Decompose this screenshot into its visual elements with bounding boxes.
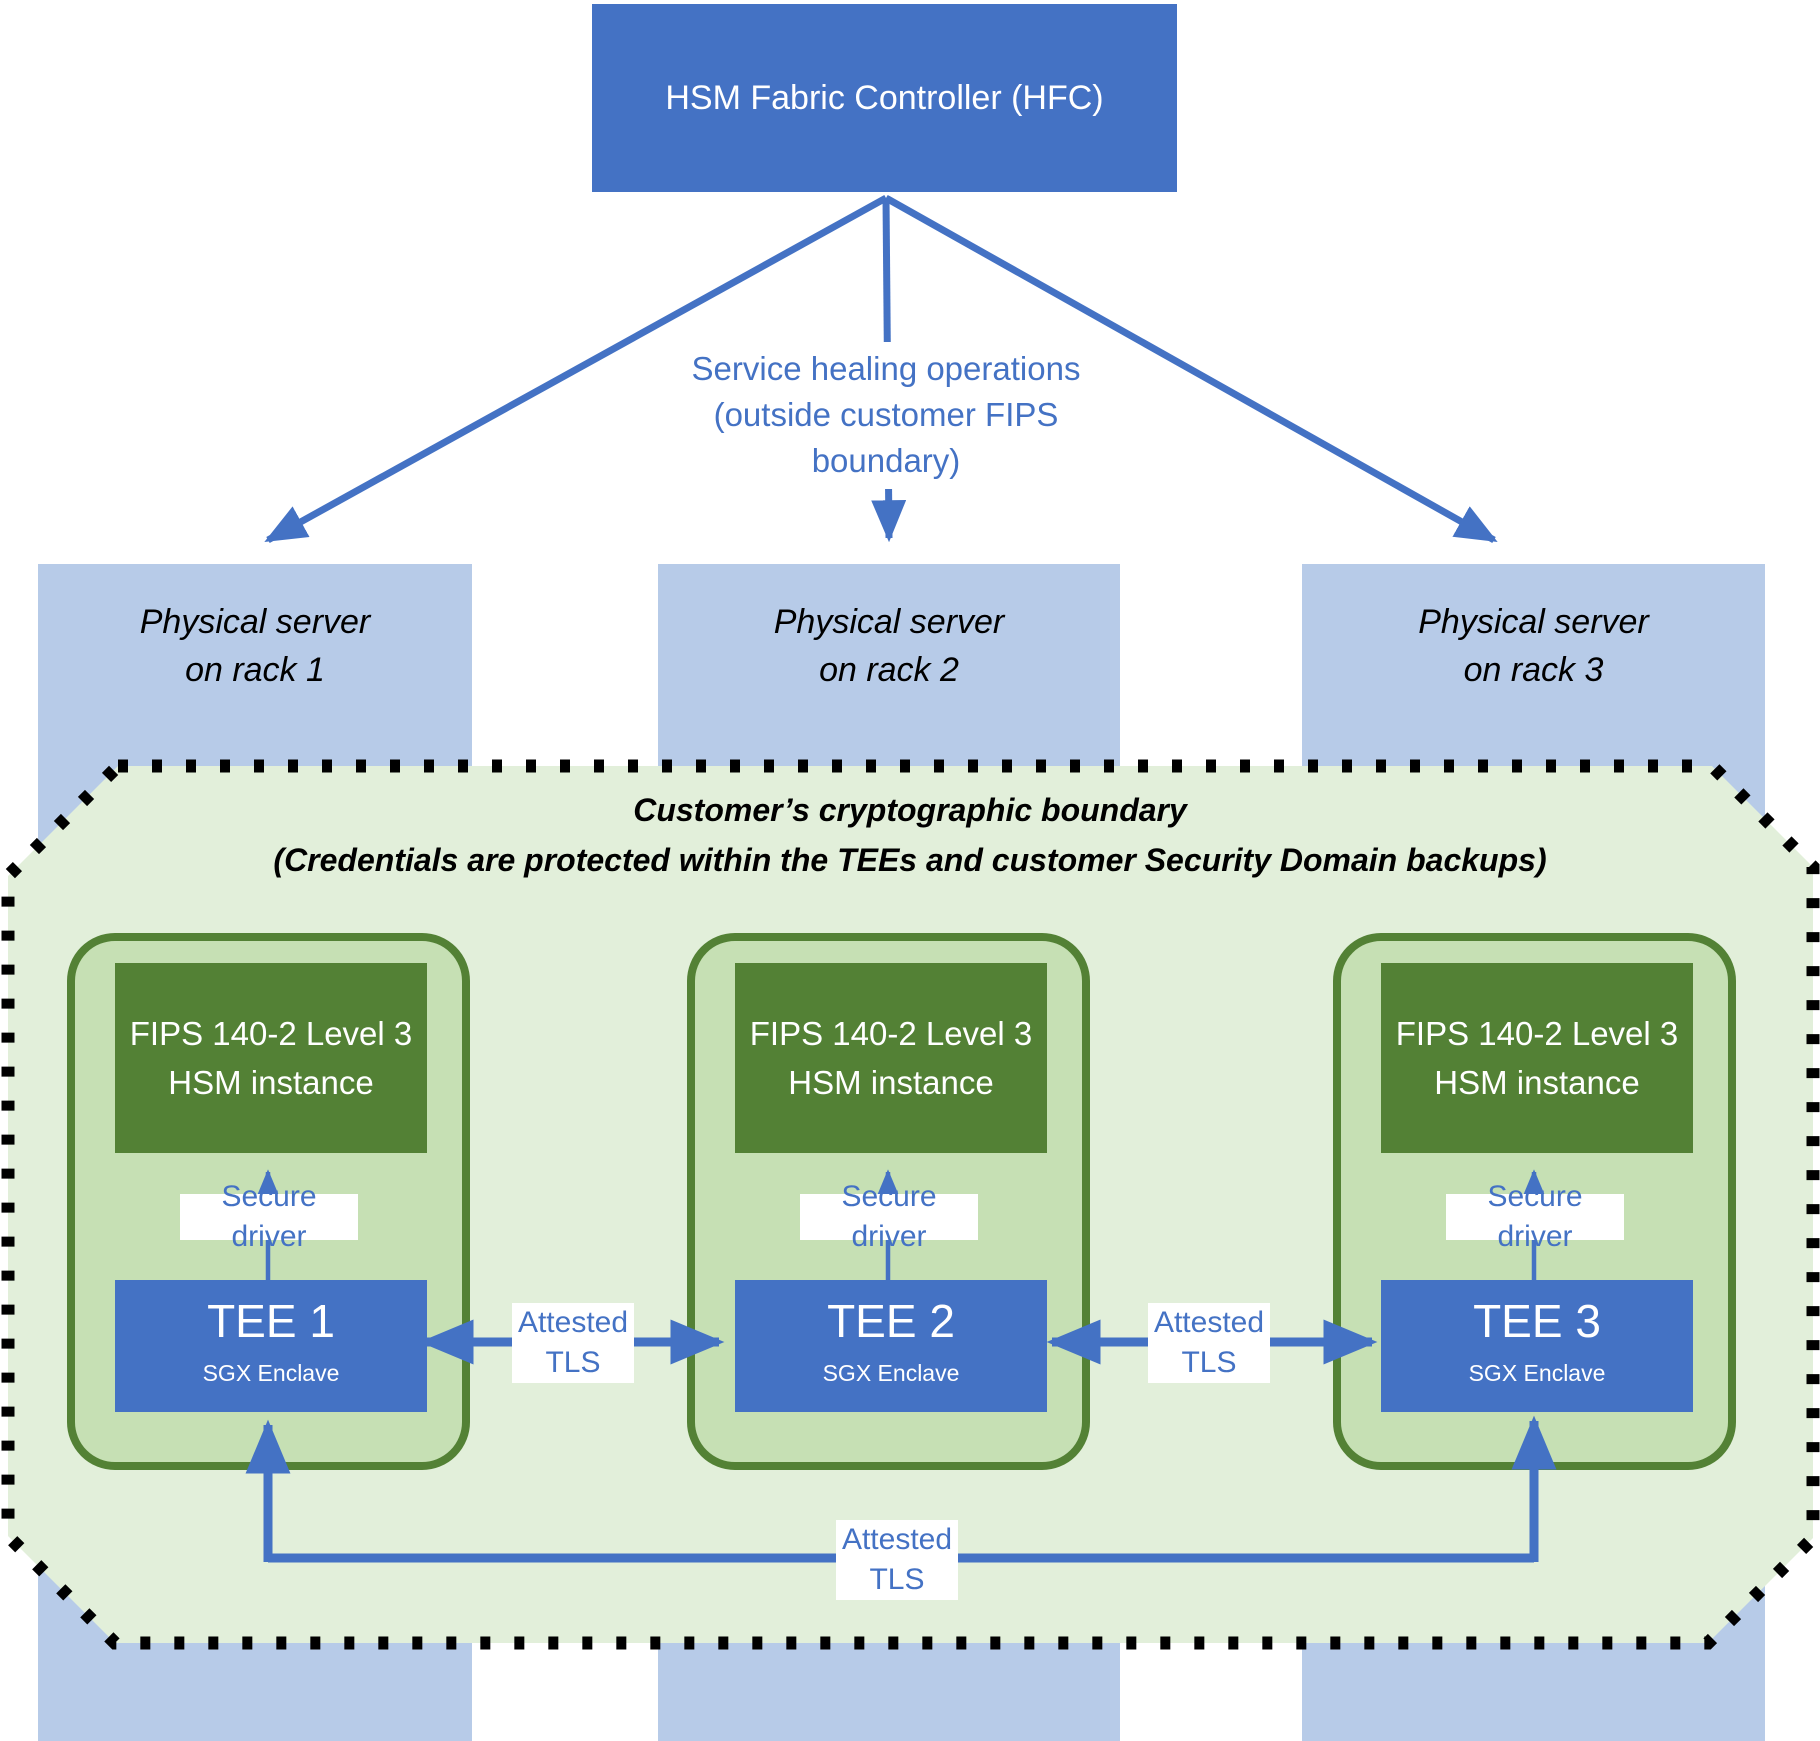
tee-box-1: TEE 1 SGX Enclave xyxy=(115,1280,427,1412)
attested-tls-label-3: Attested TLS xyxy=(836,1520,958,1600)
service-healing-label: Service healing operations (outside cust… xyxy=(646,342,1126,489)
rack-1-label-line1: Physical server xyxy=(139,603,371,641)
tee-2-subtitle: SGX Enclave xyxy=(822,1360,960,1386)
secure-driver-text-3: Secure driver xyxy=(1487,1180,1583,1253)
secure-driver-text-1: Secure driver xyxy=(221,1180,317,1253)
hsm-1-line1: FIPS 140-2 Level 3 xyxy=(129,1014,413,1052)
service-healing-line2: (outside customer FIPS boundary) xyxy=(713,396,1059,480)
hsm-2-line1: FIPS 140-2 Level 3 xyxy=(749,1014,1033,1052)
attested-tls-3-line2: TLS xyxy=(869,1563,925,1596)
tee-1-title: TEE 1 xyxy=(207,1295,335,1347)
hsm-3-line2: HSM instance xyxy=(1434,1064,1640,1101)
hfc-label: HSM Fabric Controller (HFC) xyxy=(665,78,1104,117)
attested-tls-1-line2: TLS xyxy=(545,1346,601,1379)
tee-2-title: TEE 2 xyxy=(827,1295,955,1347)
attested-tls-label-2: Attested TLS xyxy=(1148,1303,1270,1383)
secure-driver-label-1: Secure driver xyxy=(180,1180,358,1253)
tee-group-2: FIPS 140-2 Level 3 HSM instance TEE 2 SG… xyxy=(687,933,1090,1470)
tee-box-3: TEE 3 SGX Enclave xyxy=(1381,1280,1693,1412)
hsm-3-line1: FIPS 140-2 Level 3 xyxy=(1395,1014,1679,1052)
boundary-title: Customer’s cryptographic boundary xyxy=(633,792,1187,828)
rack-2-label-line2: on rack 2 xyxy=(819,651,959,690)
service-healing-line1: Service healing operations xyxy=(691,350,1081,387)
rack-1-label-line2: on rack 1 xyxy=(185,651,325,690)
hsm-2-line2: HSM instance xyxy=(788,1064,994,1101)
secure-driver-label-2: Secure driver xyxy=(800,1180,978,1253)
tee-group-3: FIPS 140-2 Level 3 HSM instance TEE 3 SG… xyxy=(1333,933,1736,1470)
hsm-instance-box-3: FIPS 140-2 Level 3 HSM instance xyxy=(1381,963,1693,1153)
rack-3-label-line2: on rack 3 xyxy=(1463,651,1604,690)
hsm-1-line2: HSM instance xyxy=(168,1064,374,1101)
hsm-instance-box-2: FIPS 140-2 Level 3 HSM instance xyxy=(735,963,1047,1153)
attested-tls-1-line1: Attested xyxy=(517,1306,629,1340)
tee-3-title: TEE 3 xyxy=(1473,1295,1601,1347)
secure-driver-text-2: Secure driver xyxy=(841,1180,937,1253)
boundary-subtitle: (Credentials are protected within the TE… xyxy=(273,841,1547,878)
attested-tls-3-line1: Attested xyxy=(841,1523,953,1557)
tee-1-subtitle: SGX Enclave xyxy=(202,1360,340,1386)
attested-tls-2-line1: Attested xyxy=(1153,1306,1265,1340)
hfc-box: HSM Fabric Controller (HFC) xyxy=(592,4,1177,192)
tee-box-2: TEE 2 SGX Enclave xyxy=(735,1280,1047,1412)
rack-3-label-line1: Physical server xyxy=(1418,603,1649,641)
secure-driver-label-3: Secure driver xyxy=(1446,1180,1624,1253)
hsm-instance-box-1: FIPS 140-2 Level 3 HSM instance xyxy=(115,963,427,1153)
rack-2-label-line1: Physical server xyxy=(773,603,1005,641)
boundary-caption: Customer’s cryptographic boundary (Crede… xyxy=(110,786,1710,885)
attested-tls-2-line2: TLS xyxy=(1181,1346,1237,1379)
attested-tls-label-1: Attested TLS xyxy=(512,1303,634,1383)
tee-3-subtitle: SGX Enclave xyxy=(1468,1360,1606,1386)
